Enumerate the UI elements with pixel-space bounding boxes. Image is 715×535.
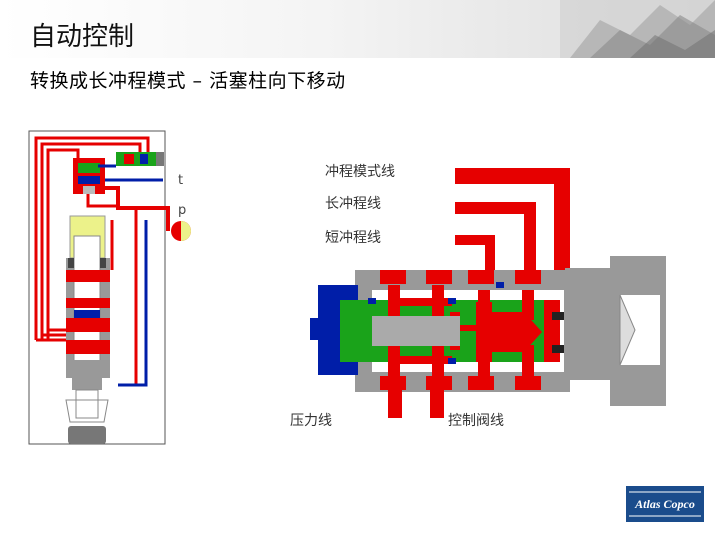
- port-t-label: t: [178, 173, 184, 188]
- atlas-copco-logo: Atlas Copco: [626, 486, 704, 522]
- stroke-mode-line-label: 冲程模式线: [325, 164, 395, 180]
- long-stroke-line-label: 长冲程线: [325, 196, 381, 212]
- control-valve-line-label: 控制阀线: [448, 413, 504, 429]
- logo-text: Atlas Copco: [634, 497, 695, 511]
- header-machine-photo: [560, 0, 715, 58]
- header-bar: 自动控制: [0, 0, 715, 58]
- port-p-label: p: [178, 203, 187, 218]
- page-subtitle: 转换成长冲程模式 – 活塞柱向下移动: [30, 70, 346, 92]
- short-stroke-line-label: 短冲程线: [325, 230, 381, 246]
- valve-cross-section: [310, 168, 666, 418]
- pressure-line-label: 压力线: [290, 413, 332, 429]
- hydraulic-circuit-diagram: [28, 130, 191, 445]
- page-title: 自动控制: [30, 22, 135, 52]
